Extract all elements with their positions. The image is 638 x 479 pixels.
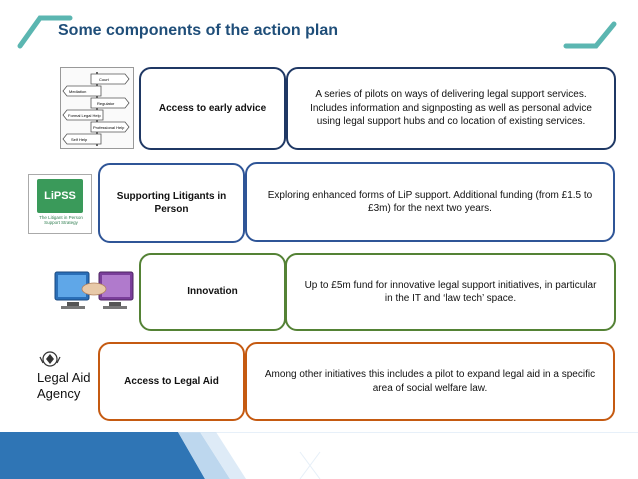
handshake-monitors-icon [53, 266, 135, 318]
corner-bracket-left [17, 15, 73, 49]
logo-line-1: Legal Aid [37, 370, 91, 385]
lipss-logo-mark: LiPSS [37, 179, 83, 213]
lipss-logo-subtitle: The Litigant in Person Support Strategy [39, 215, 83, 226]
handshake-graphic [54, 271, 134, 309]
row-description-legal-aid: Among other initiatives this includes a … [245, 342, 615, 421]
row-description-litigants: Exploring enhanced forms of LiP support.… [245, 162, 615, 242]
corner-bracket-right [563, 21, 617, 49]
sign-mediation: Mediation [69, 89, 87, 94]
row-description-text: A series of pilots on ways of delivering… [310, 89, 592, 128]
row-label-text: Access to early advice [158, 102, 267, 114]
crest-icon [39, 351, 61, 367]
row-description-text: Up to £5m fund for innovative legal supp… [304, 279, 597, 305]
row-label-early-advice: Access to early advice [139, 67, 286, 150]
row-description-text: Exploring enhanced forms of LiP support.… [267, 189, 593, 215]
page-title: Some components of the action plan [58, 22, 339, 39]
row-label-text: Innovation [187, 286, 238, 298]
sign-formal-legal-help: Formal Legal Help [68, 113, 101, 118]
sign-regulator: Regulator [97, 101, 115, 106]
row-label-innovation: Innovation [139, 253, 286, 331]
footer-band [0, 432, 638, 479]
lipss-logo-title: LiPSS [44, 190, 76, 202]
sign-self-help: Self Help [71, 137, 88, 142]
row-label-litigants: Supporting Litigants in Person [98, 163, 245, 243]
row-label-legal-aid: Access to Legal Aid [98, 342, 245, 421]
row-label-text: Supporting Litigants in Person [116, 190, 227, 216]
logo-line-2: Agency [37, 386, 81, 401]
row-description-text: Among other initiatives this includes a … [264, 369, 596, 394]
sign-court: Court [99, 77, 109, 82]
row-description-early-advice: A series of pilots on ways of delivering… [286, 67, 616, 150]
signpost-icon: Court Mediation Regulator Formal Legal H… [60, 67, 134, 149]
sign-professional-help: Professional Help [93, 125, 125, 130]
legal-aid-agency-logo: Legal Aid Agency [34, 349, 94, 407]
row-description-innovation: Up to £5m fund for innovative legal supp… [285, 253, 616, 331]
lipss-logo: LiPSS The Litigant in Person Support Str… [28, 174, 92, 234]
signpost-graphic [62, 72, 130, 146]
row-label-text: Access to Legal Aid [124, 375, 219, 387]
